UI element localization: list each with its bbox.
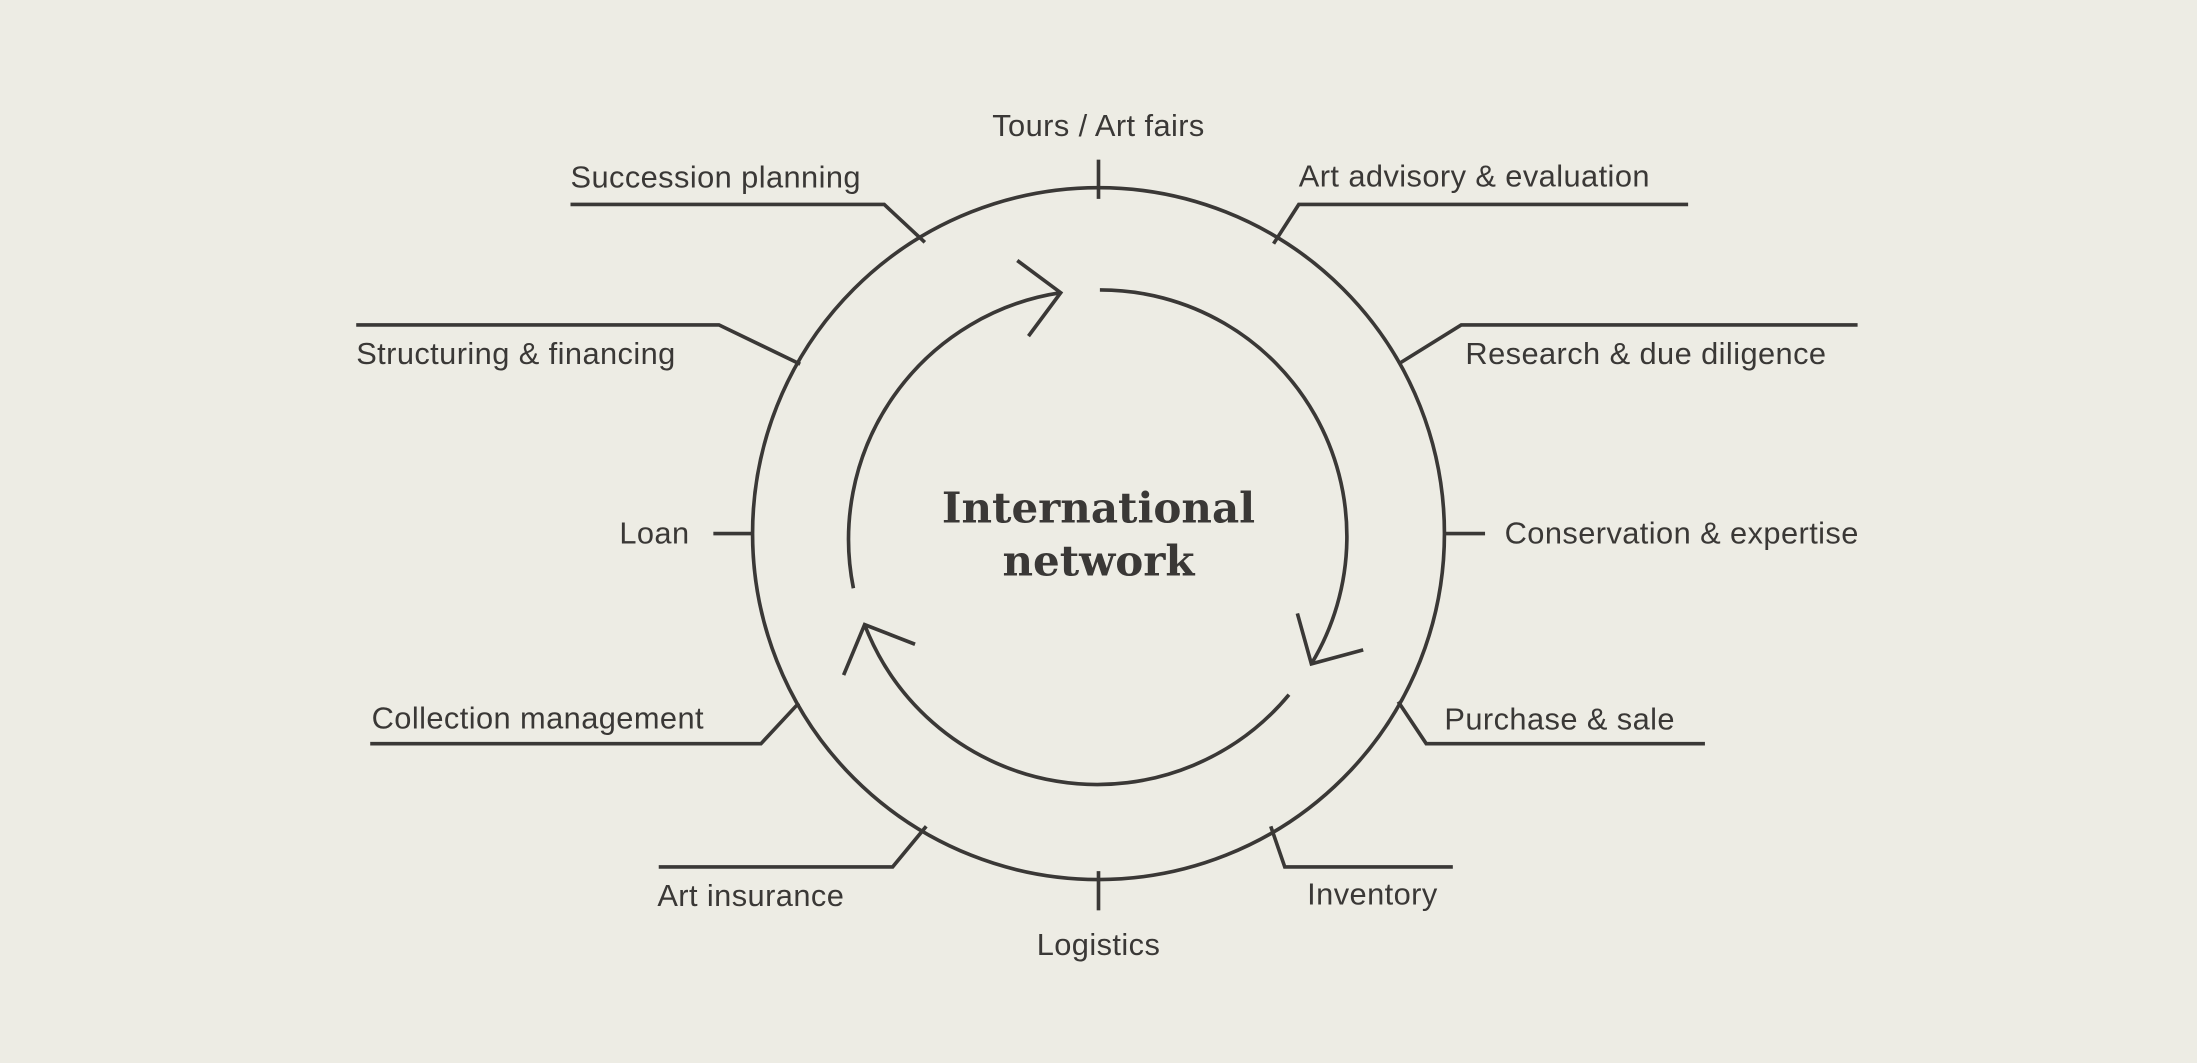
- leader-succession: [570, 202, 927, 244]
- label-conservation: Conservation & expertise: [1505, 515, 1859, 550]
- leader-research: [1397, 323, 1858, 366]
- center-title-line1: International: [942, 483, 1255, 532]
- arrowhead-3-icon: [841, 622, 916, 676]
- leader-insurance: [658, 825, 928, 869]
- label-succession: Succession planning: [571, 160, 861, 195]
- leader-purchase: [1396, 700, 1705, 746]
- label-insurance: Art insurance: [657, 878, 844, 913]
- arrowhead-2-icon: [1295, 612, 1364, 667]
- cycle-arc-3: [862, 623, 1291, 787]
- cycle-arc-2: [1099, 288, 1349, 665]
- label-collection: Collection management: [372, 700, 704, 735]
- cycle-arc-1: [846, 290, 1061, 589]
- leader-advisory: [1272, 202, 1689, 245]
- label-tours: Tours / Art fairs: [992, 108, 1205, 143]
- label-inventory: Inventory: [1307, 877, 1438, 912]
- cycle-arrows: [841, 259, 1364, 787]
- label-loan: Loan: [619, 515, 689, 550]
- outer-ring: [750, 185, 1447, 882]
- leader-structuring: [356, 323, 801, 366]
- label-purchase: Purchase & sale: [1444, 702, 1675, 737]
- leader-lines: [356, 159, 1858, 911]
- arrowhead-1-icon: [1016, 259, 1064, 338]
- label-advisory: Art advisory & evaluation: [1299, 158, 1650, 193]
- center-title-line2: network: [1002, 537, 1195, 586]
- label-structuring: Structuring & financing: [356, 336, 676, 371]
- label-logistics: Logistics: [1037, 927, 1161, 962]
- label-research: Research & due diligence: [1465, 336, 1826, 371]
- leader-collection: [370, 701, 801, 746]
- leader-inventory: [1269, 825, 1453, 869]
